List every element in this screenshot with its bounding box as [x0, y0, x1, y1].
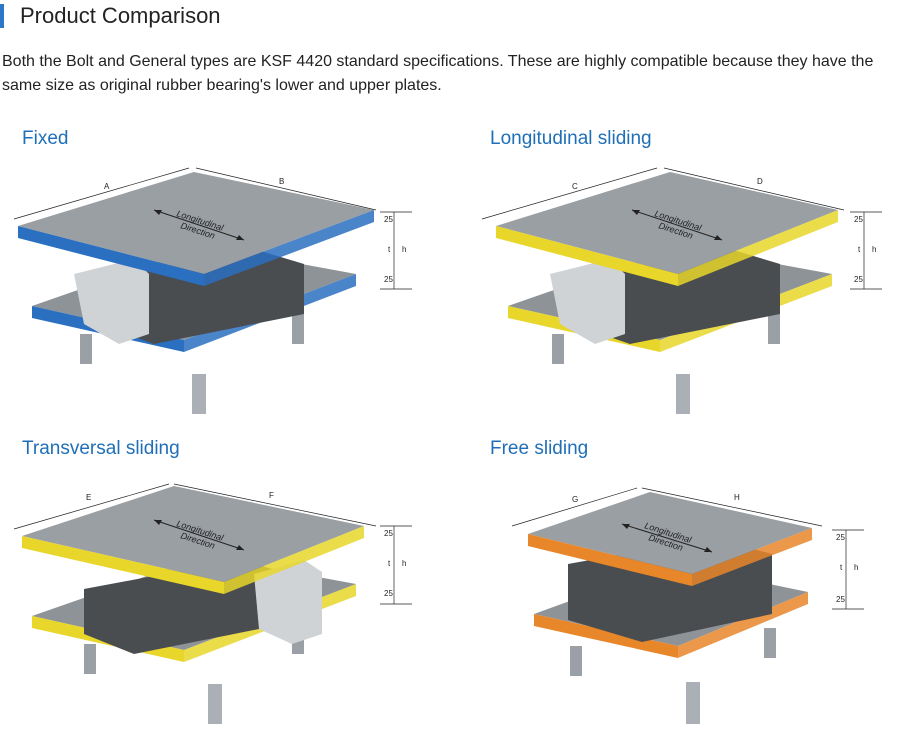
panel-longitudinal-sliding: Longitudinal sliding C D Longitudinal Di…	[472, 128, 892, 428]
dim-label-t: t	[858, 245, 861, 254]
dim-label-t: t	[840, 563, 843, 572]
page-title: Product Comparison	[20, 3, 221, 28]
dim-label-d: D	[757, 177, 763, 186]
dim-line-f	[173, 483, 377, 527]
panel-title: Fixed	[22, 128, 69, 149]
upper-plate-edge-right	[678, 210, 838, 286]
upper-plate-edge-front	[18, 226, 204, 286]
direction-arrow	[631, 209, 723, 241]
dim-label-top: 25	[384, 529, 393, 538]
dim-label-h-width: H	[734, 493, 740, 502]
dim-label-bottom: 25	[836, 595, 845, 604]
dim-line-g	[511, 487, 638, 527]
bearing-diagram-free: G H Longitudinal Direction 25 t 25 h	[511, 487, 864, 724]
dim-label-top: 25	[854, 215, 863, 224]
dim-label-h: h	[854, 563, 858, 572]
rubber-block	[99, 249, 304, 344]
leg-front	[686, 682, 700, 724]
upper-plate-top	[18, 172, 374, 274]
dim-label-bottom: 25	[854, 275, 863, 284]
upper-plate-edge-front	[528, 534, 692, 586]
bearing-diagram-longitudinal: C D Longitudinal Direction 25 t 25 h	[481, 167, 882, 414]
panel-transversal-sliding: Transversal sliding E F Longitudinal Dir…	[4, 438, 424, 738]
panel-title: Free sliding	[490, 438, 589, 459]
lower-plate-edge-front	[534, 614, 678, 658]
leg-right	[768, 314, 780, 344]
leg-left	[84, 644, 96, 674]
leg-left	[80, 334, 92, 364]
dim-label-c: C	[572, 182, 578, 191]
dim-label-h: h	[402, 559, 406, 568]
dim-label-bottom: 25	[384, 275, 393, 284]
arrow-head-left	[154, 210, 162, 215]
bearing-diagram-transversal: E F Longitudinal Direction 25 t 25 h	[13, 483, 412, 724]
leg-right	[764, 628, 776, 658]
arrow-head-right	[704, 547, 712, 552]
leg-front	[192, 374, 206, 414]
dim-label-top: 25	[836, 533, 845, 542]
upper-plate-edge-right	[224, 526, 364, 594]
arrow-head-left	[622, 524, 630, 529]
upper-plate-top	[22, 486, 364, 582]
upper-plate-edge-right	[692, 528, 812, 586]
dim-line-b	[195, 167, 377, 211]
arrow-head-left	[154, 520, 162, 525]
direction-arrow	[621, 523, 713, 553]
dim-line-a	[13, 167, 190, 220]
panel-title: Transversal sliding	[22, 438, 180, 459]
upper-plate-top	[528, 492, 812, 574]
dim-label-bottom: 25	[384, 589, 393, 598]
dim-label-g: G	[572, 495, 578, 504]
title-accent-bar	[0, 4, 4, 28]
panel-title: Longitudinal sliding	[490, 128, 652, 149]
dim-label-e: E	[86, 493, 91, 502]
intro-text: Both the Bolt and General types are KSF …	[2, 53, 874, 94]
panel-free-sliding: Free sliding G H Longitudinal Direction …	[472, 438, 892, 738]
arrow-head-right	[236, 545, 244, 550]
upper-plate-edge-right	[204, 210, 374, 286]
guide-block	[550, 259, 625, 344]
direction-arrow	[153, 519, 245, 551]
dim-label-h: h	[402, 245, 406, 254]
dim-label-h: h	[872, 245, 876, 254]
dim-label-f: F	[269, 491, 274, 500]
arrow-head-left	[632, 210, 640, 215]
bearing-diagram-fixed: A B Longitudinal Direction 25 t 25 h	[13, 167, 412, 414]
guide-block	[254, 560, 322, 644]
upper-plate-top	[496, 172, 838, 274]
upper-plate-edge-front	[496, 226, 678, 286]
lower-plate-edge-right	[678, 592, 808, 658]
arrow-head-right	[236, 235, 244, 240]
dim-line-d	[663, 167, 845, 211]
upper-plate-edge-front	[22, 536, 224, 594]
guide-block	[74, 259, 149, 344]
dim-line-e	[13, 483, 170, 530]
dim-line-c	[481, 167, 658, 220]
dim-label-a: A	[104, 182, 110, 191]
dim-label-b: B	[279, 177, 284, 186]
leg-left	[552, 334, 564, 364]
dim-label-top: 25	[384, 215, 393, 224]
direction-arrow	[153, 209, 245, 241]
dim-line-h-width	[641, 487, 823, 527]
leg-front	[208, 684, 222, 724]
dim-label-t: t	[388, 559, 391, 568]
dim-label-t: t	[388, 245, 391, 254]
panel-fixed: Fixed A B Longitudinal Direction 25 t	[4, 128, 424, 428]
leg-right	[292, 314, 304, 344]
leg-left	[570, 646, 582, 676]
arrow-head-right	[714, 235, 722, 240]
leg-front	[676, 374, 690, 414]
